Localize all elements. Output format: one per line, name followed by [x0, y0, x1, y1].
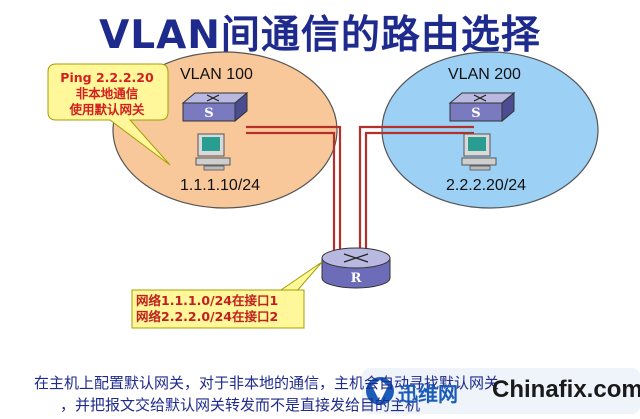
router-icon: R [321, 247, 391, 289]
callout-line: Ping 2.2.2.20 [60, 70, 154, 85]
callout-line: 使用默认网关 [69, 102, 145, 117]
vlan-100-area [112, 51, 338, 209]
switch-icon: S [181, 91, 249, 123]
switch-icon: S [448, 91, 516, 123]
note-line-2: ，并把报文交给默认网关转发而不是直接发给目的主机 [60, 396, 421, 414]
router-label: R [351, 271, 362, 286]
callout-bubble [47, 63, 171, 166]
note-line-1: 在主机上配置默认网关，对于非本地的通信，主机会自动寻找默认网关 [34, 374, 500, 392]
route-table-box [131, 261, 323, 329]
watermark-site: Chinafix.com [492, 376, 640, 403]
callout-text: Ping 2.2.2.20 非本地通信 使用默认网关 [52, 70, 162, 118]
computer-icon [195, 133, 231, 171]
callout-line: 非本地通信 [75, 86, 139, 101]
watermark-badge [362, 368, 640, 414]
host-ip-vlan200: 2.2.2.20/24 [446, 177, 527, 194]
page-title: VLAN间通信的路由选择 [99, 13, 541, 58]
link-vlan200-router [358, 125, 474, 256]
vlan-200-area [381, 51, 599, 209]
vlan-200-label: VLAN 200 [448, 66, 521, 83]
switch-label: S [204, 106, 213, 121]
vlan-100-label: VLAN 100 [180, 66, 253, 83]
computer-icon [461, 133, 497, 171]
route-entry: 网络1.1.1.0/24在接口1 [136, 293, 279, 308]
host-ip-vlan100: 1.1.1.10/24 [180, 177, 261, 194]
watermark-logo-text: 迅维网 [398, 382, 458, 406]
watermark: 迅维网 Chinafix.com [362, 368, 640, 412]
route-table-text: 网络1.1.1.0/24在接口1 网络2.2.2.0/24在接口2 [136, 293, 306, 325]
link-vlan100-router [246, 125, 342, 256]
switch-label: S [471, 106, 480, 121]
route-entry: 网络2.2.2.0/24在接口2 [136, 309, 279, 324]
